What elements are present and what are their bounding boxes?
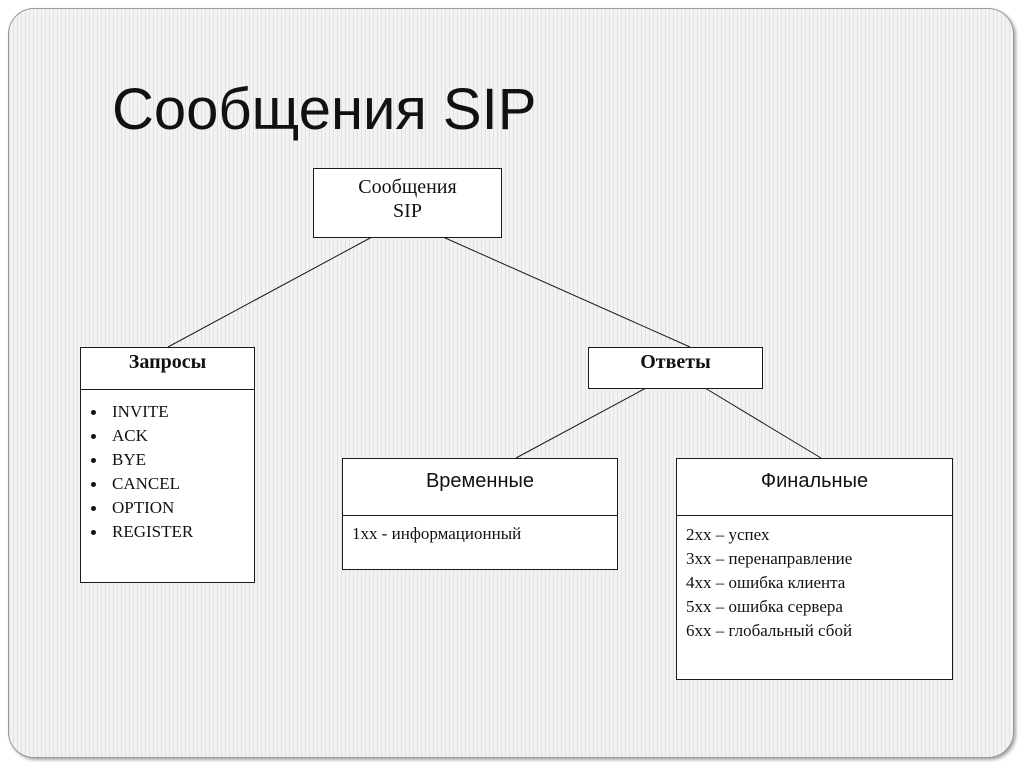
request-label: BYE (112, 450, 146, 469)
connector-responses-final (704, 387, 822, 459)
request-label: CANCEL (112, 474, 180, 493)
final-item: 4xx – ошибка клиента (686, 573, 846, 592)
request-item: REGISTER (91, 520, 254, 544)
provisional-header: Временные (343, 459, 617, 516)
provisional-list: 1xx - информационный (343, 516, 617, 546)
requests-list: INVITE ACK BYE CANCEL OPTION REGISTER (81, 390, 254, 544)
request-item: CANCEL (91, 472, 254, 496)
connector-responses-provisional (515, 387, 647, 459)
final-item: 5xx – ошибка сервера (686, 597, 843, 616)
provisional-title: Временные (425, 470, 535, 492)
root-label-line1: Сообщения (358, 176, 457, 198)
request-item: INVITE (91, 400, 254, 424)
bullet-icon (91, 481, 96, 487)
request-label: OPTION (112, 498, 175, 517)
final-box: Финальные 2xx – успех 3xx – перенаправле… (676, 458, 953, 680)
provisional-box: Временные 1xx - информационный (342, 458, 618, 570)
slide-frame (8, 8, 1014, 758)
final-header: Финальные (677, 459, 952, 516)
final-item: 3xx – перенаправление (686, 549, 853, 568)
request-label: ACK (112, 426, 148, 445)
final-title: Финальные (760, 470, 869, 492)
responses-box: Ответы (588, 347, 763, 389)
bullet-icon (91, 529, 96, 535)
final-item: 6xx – глобальный сбой (686, 621, 853, 640)
root-box: Сообщения SIP (313, 168, 502, 238)
bullet-icon (91, 505, 96, 511)
final-list: 2xx – успех 3xx – перенаправление 4xx – … (677, 516, 952, 643)
request-item: OPTION (91, 496, 254, 520)
slide-title: Сообщения SIP (112, 77, 537, 142)
root-label-line2: SIP (393, 200, 422, 222)
requests-title: Запросы (128, 351, 207, 373)
request-label: INVITE (112, 402, 169, 421)
final-item: 2xx – успех (686, 525, 770, 544)
requests-box: Запросы INVITE ACK BYE CANCEL OPTION REG… (80, 347, 255, 583)
bullet-icon (91, 433, 96, 439)
responses-title: Ответы (640, 351, 711, 373)
connector-root-responses (442, 236, 691, 348)
requests-header: Запросы (81, 348, 254, 390)
request-label: REGISTER (112, 522, 194, 541)
bullet-icon (91, 457, 96, 463)
connector-root-requests (167, 236, 373, 348)
bullet-icon (91, 409, 96, 415)
provisional-item: 1xx - информационный (352, 524, 522, 543)
request-item: BYE (91, 448, 254, 472)
request-item: ACK (91, 424, 254, 448)
